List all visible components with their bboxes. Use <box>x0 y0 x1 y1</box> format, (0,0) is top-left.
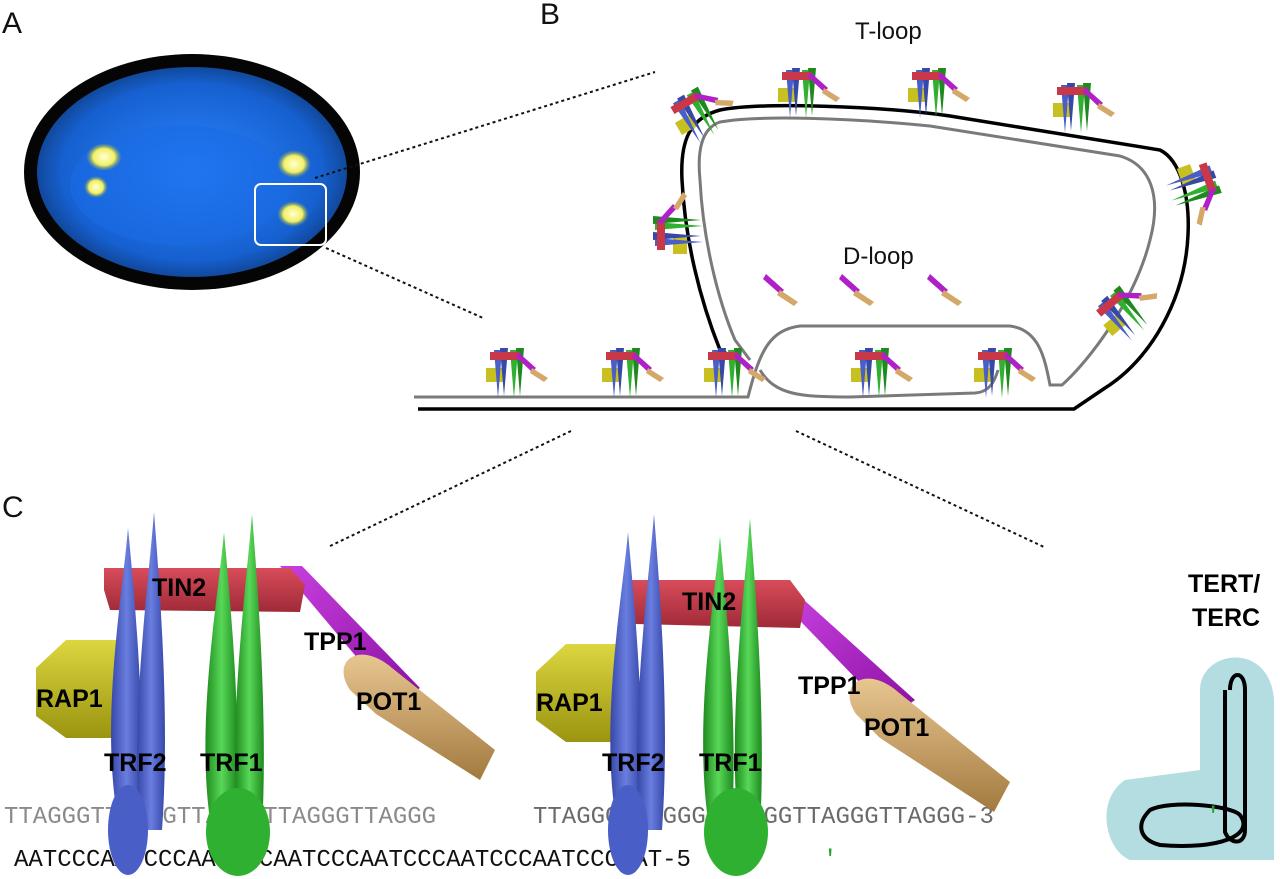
trf1-shape-1b <box>235 514 264 830</box>
t-loop-dna <box>414 103 1190 411</box>
zoom-connectors-a <box>314 71 656 319</box>
shelterin-complex-2: TIN2 TPP1 POT1 RAP1 TRF2 TRF1 <box>536 514 1010 876</box>
trf1-label-1: TRF1 <box>200 749 263 777</box>
rap1-shape-1 <box>36 640 130 738</box>
tin2-label-1: TIN2 <box>152 574 206 602</box>
g-strand-prime: ′ <box>1206 804 1220 831</box>
trf1-shape-1a <box>205 532 238 820</box>
panel-letter-b: B <box>540 0 560 31</box>
tin2-label-2: TIN2 <box>682 588 736 616</box>
rap1-shape-2 <box>536 644 632 742</box>
panel-letter-a: A <box>2 7 22 40</box>
trf2-shape-1a <box>111 528 142 820</box>
nucleus-micrograph <box>24 54 360 290</box>
rap1-label-2: RAP1 <box>536 689 603 717</box>
trf2-shape-2b <box>637 514 665 830</box>
tpp1-label-2: TPP1 <box>798 672 861 700</box>
d-loop-label: D-loop <box>843 243 914 270</box>
trf2-label-1: TRF2 <box>104 749 167 777</box>
telomere-foci <box>84 143 311 227</box>
pot1-label-2: POT1 <box>864 714 929 742</box>
trf2-shape-1b <box>137 512 165 830</box>
tert-label: TERT/ <box>1188 570 1260 598</box>
trf1-shape-2b <box>734 518 762 830</box>
rap1-label-1: RAP1 <box>36 685 103 713</box>
c-strand-prime: ′ <box>823 847 837 874</box>
pot1-shape-1 <box>343 654 495 780</box>
terc-label: TERC <box>1192 604 1260 632</box>
tpp1-label-1: TPP1 <box>304 628 367 656</box>
t-loop-label: T-loop <box>855 18 922 45</box>
pot1-shape-2 <box>849 678 1010 812</box>
telomerase-complex: TERT/ TERC <box>1106 570 1274 860</box>
pot1-label-1: POT1 <box>356 688 421 716</box>
zoom-box <box>254 183 327 246</box>
trf2-label-2: TRF2 <box>602 749 665 777</box>
shelterin-complexes-b <box>486 68 1230 398</box>
trf1-label-2: TRF1 <box>699 749 762 777</box>
trf2-shape-2a <box>610 532 642 820</box>
shelterin-complex-1: TIN2 TPP1 POT1 RAP1 TRF2 TRF1 <box>36 512 495 876</box>
zoom-connectors-b <box>327 430 1045 548</box>
panel-letter-c: C <box>2 491 24 524</box>
trf1-shape-2a <box>703 536 734 820</box>
